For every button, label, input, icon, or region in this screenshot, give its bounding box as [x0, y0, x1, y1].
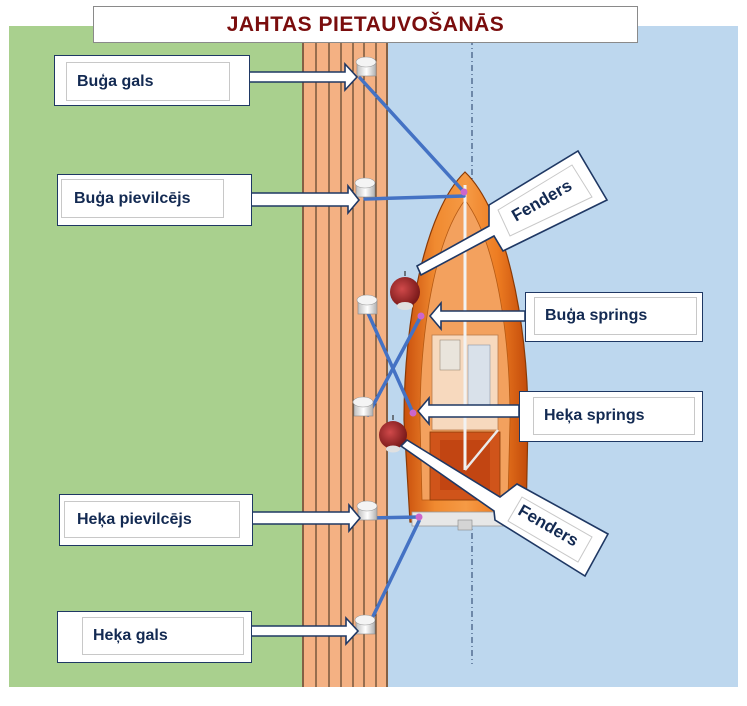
fender-top — [390, 271, 420, 310]
bollards — [352, 56, 378, 635]
arrow-bow-line — [248, 61, 359, 93]
arrow-stern-breast — [250, 502, 362, 534]
callout-stern-line: Heķa gals — [57, 611, 252, 663]
callout-bow-line-label: Buģa gals — [66, 62, 230, 101]
bow-breast-rope — [363, 194, 466, 201]
callout-stern-line-label: Heķa gals — [82, 617, 244, 655]
bollard-4 — [352, 396, 374, 417]
fender-callout-bottom — [399, 438, 610, 578]
callout-bow-breast: Buģa pievilcējs — [57, 174, 252, 226]
pier — [302, 26, 388, 687]
callout-bow-spring: Buģa springs — [525, 292, 703, 342]
bollard-1 — [355, 56, 377, 77]
bollard-6 — [354, 614, 376, 635]
callout-stern-breast-label: Heķa pievilcējs — [64, 501, 240, 538]
bow-line-rope — [358, 76, 466, 194]
arrow-bow-spring — [428, 300, 526, 332]
fender-bottom — [379, 415, 407, 453]
callout-stern-spring: Heķa springs — [519, 391, 703, 442]
arrow-stern-line — [250, 615, 360, 647]
callout-bow-breast-label: Buģa pievilcējs — [61, 179, 224, 218]
bollard-5 — [356, 500, 378, 521]
callout-bow-line: Buģa gals — [54, 55, 250, 106]
fender-callout-top — [415, 149, 609, 277]
bow-spring-rope — [366, 314, 423, 417]
diagram-title: JAHTAS PIETAUVOŠANĀS — [93, 6, 638, 43]
bollard-2 — [354, 177, 376, 198]
bollard-3 — [356, 294, 378, 315]
arrow-stern-spring — [416, 395, 520, 427]
callout-bow-spring-label: Buģa springs — [534, 297, 697, 335]
stern-line-rope — [364, 519, 421, 633]
land-area — [9, 26, 303, 687]
callout-stern-spring-label: Heķa springs — [533, 397, 695, 435]
stern-spring-rope — [366, 311, 415, 415]
boat-cleats — [409, 188, 468, 521]
arrow-bow-breast — [250, 183, 361, 216]
mooring-lines — [358, 76, 466, 633]
callout-stern-breast: Heķa pievilcējs — [59, 494, 253, 546]
callout-arrows-right — [416, 300, 526, 427]
callout-arrows-left — [248, 61, 362, 647]
